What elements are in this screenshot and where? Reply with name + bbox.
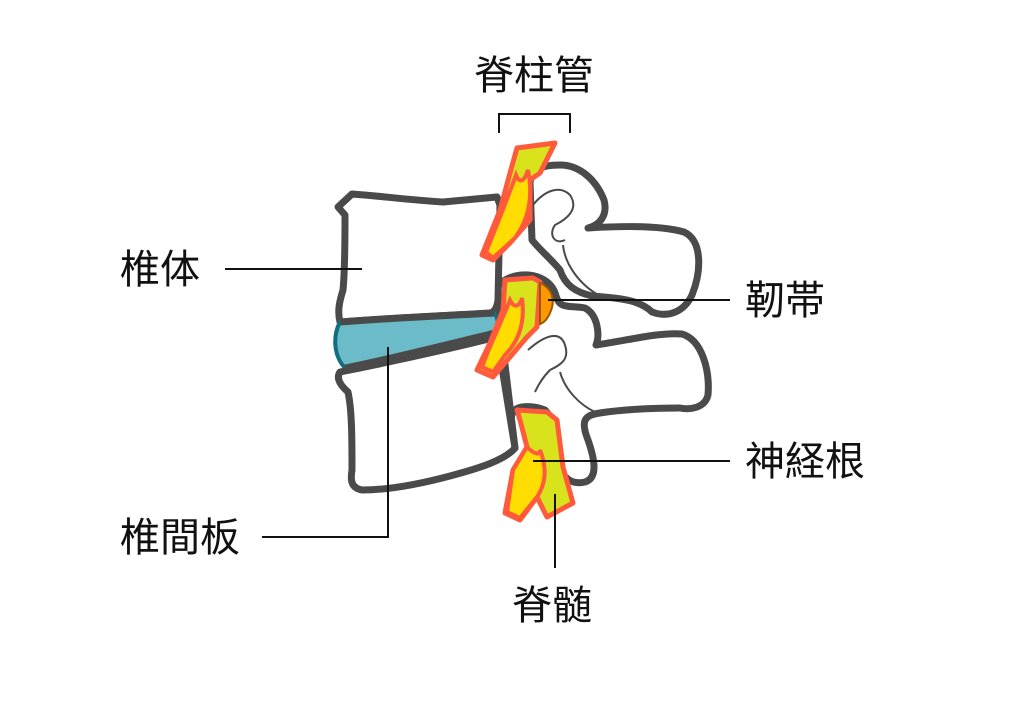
lower-facet-line [527,335,596,413]
label-spinal-cord: 脊髄 [512,583,592,629]
upper-vertebral-body [334,190,504,326]
upper-nerve-root [483,169,533,261]
upper-facet-line [532,188,601,297]
label-intervertebral-disc: 椎間板 [120,515,240,561]
lower-nerve-root [504,443,547,521]
spinal-canal-bracket [498,113,571,133]
disc-leader [262,347,389,538]
ligament-shape [539,281,554,326]
label-vertebral-body: 椎体 [120,247,200,293]
label-ligament: 靭帯 [745,278,825,324]
label-nerve-root: 神経根 [745,439,865,485]
middle-nerve-root [479,295,525,375]
label-spinal-canal: 脊柱管 [474,53,594,99]
